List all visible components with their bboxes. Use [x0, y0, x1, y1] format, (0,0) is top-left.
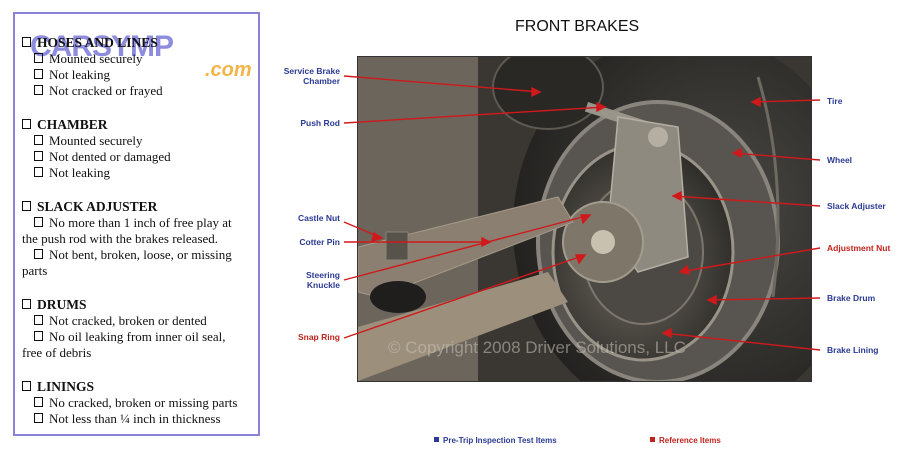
checklist-item-text: Not less than ¼ inch in thickness — [49, 411, 221, 426]
leader-service-brake-chamber — [343, 75, 541, 93]
checkbox-icon — [22, 381, 31, 391]
section-title: SLACK ADJUSTER — [37, 199, 158, 214]
checklist-item: Not leaking — [22, 165, 254, 181]
leader-adjustment-nut — [679, 247, 821, 273]
carsymp-watermark: CARSYMP — [30, 30, 174, 63]
checklist-item-text: No cracked, broken or missing parts — [49, 395, 238, 410]
checkbox-icon — [34, 167, 43, 177]
checkbox-icon — [34, 135, 43, 145]
leader-wheel — [732, 152, 821, 161]
section-hoses-and-lines: HOSES AND LINES Mounted securely Not lea… — [22, 34, 254, 99]
checklist-item: Mounted securely — [22, 133, 254, 149]
checklist-item-text: Not cracked or frayed — [49, 83, 163, 98]
checkbox-icon — [34, 249, 43, 259]
section-title: LININGS — [37, 379, 95, 394]
diagram-title: FRONT BRAKES — [515, 18, 640, 35]
leader-brake-lining — [662, 332, 821, 351]
checkbox-icon — [34, 85, 43, 95]
label-brake-drum: Brake Drum — [827, 293, 876, 303]
checkbox-icon — [34, 69, 43, 79]
label-wheel: Wheel — [827, 155, 853, 165]
front-brakes-photo: © Copyright 2008 Driver Solutions, LLC — [357, 56, 812, 382]
checklist-item-text: Mounted securely — [49, 51, 143, 66]
checkbox-icon — [22, 37, 31, 47]
checkbox-icon — [34, 217, 43, 227]
checklist-item-text: No more than 1 inch of free play at the … — [22, 215, 232, 246]
section-title: DRUMS — [37, 297, 87, 312]
section-title: HOSES AND LINES — [37, 35, 158, 50]
checkbox-icon — [22, 201, 31, 211]
service-brake-chamber — [492, 57, 604, 130]
checkbox-icon — [34, 315, 43, 325]
checkbox-icon — [34, 413, 43, 423]
leader-brake-drum — [707, 297, 821, 301]
checkbox-icon — [22, 299, 31, 309]
section-linings: LININGS No cracked, broken or missing pa… — [22, 378, 254, 427]
legend-inspection: Pre-Trip Inspection Test Items — [434, 436, 557, 445]
leader-steering-knuckle — [343, 214, 591, 281]
checklist-item-text: No oil leaking from inner oil seal, free… — [22, 329, 226, 360]
checklist-item-text: Mounted securely — [49, 133, 143, 148]
label-steering-knuckle: Steering Knuckle — [305, 270, 340, 290]
legend-reference: Reference Items — [650, 436, 721, 445]
label-push-rod: Push Rod — [300, 118, 340, 128]
checklist-item-text: Not dented or damaged — [49, 149, 171, 164]
checklist-item-text: Not leaking — [49, 165, 111, 180]
checklist-item-text: Not bent, broken, loose, or missing part… — [22, 247, 232, 278]
checkbox-icon — [34, 151, 43, 161]
brake-assembly-illustration: © Copyright 2008 Driver Solutions, LLC — [358, 57, 811, 381]
leader-slack-adjuster — [672, 195, 821, 207]
legend-reference-text: Reference Items — [659, 436, 721, 445]
checklist-item-text: Not leaking — [49, 67, 111, 82]
checklist-item: Not dented or damaged — [22, 149, 254, 165]
inspection-checklist — [13, 12, 260, 436]
checklist-item: Mounted securely — [22, 51, 254, 67]
label-adjustment-nut: Adjustment Nut — [827, 243, 891, 253]
leader-snap-ring — [343, 254, 586, 339]
legend-square-icon — [650, 437, 655, 442]
label-snap-ring: Snap Ring — [297, 332, 340, 342]
label-tire: Tire — [827, 96, 843, 106]
checklist-item: Not leaking — [22, 67, 254, 83]
checklist-item-text: Not cracked, broken or dented — [49, 313, 207, 328]
leader-push-rod — [343, 106, 606, 124]
section-slack-adjuster: SLACK ADJUSTER No more than 1 inch of fr… — [22, 198, 247, 279]
castle-nut — [385, 231, 409, 261]
label-brake-lining: Brake Lining — [827, 345, 879, 355]
checklist-item: Not cracked, broken or dented — [22, 313, 247, 329]
copyright-text: © Copyright 2008 Driver Solutions, LLC — [388, 338, 686, 357]
section-drums: DRUMS Not cracked, broken or dented No o… — [22, 296, 247, 361]
checklist-item: Not cracked or frayed — [22, 83, 254, 99]
checkbox-icon — [34, 331, 43, 341]
label-slack-adjuster: Slack Adjuster — [827, 201, 886, 211]
leader-tire — [751, 99, 821, 103]
checkbox-icon — [22, 119, 31, 129]
label-castle-nut: Castle Nut — [297, 213, 340, 223]
legend-square-icon — [434, 437, 439, 442]
checklist-item: Not less than ¼ inch in thickness — [22, 411, 254, 427]
section-title: CHAMBER — [37, 117, 108, 132]
checklist-item: No more than 1 inch of free play at the … — [22, 215, 247, 247]
label-cotter-pin: Cotter Pin — [299, 237, 340, 247]
checkbox-icon — [34, 397, 43, 407]
checkbox-icon — [34, 53, 43, 63]
checklist-item: Not bent, broken, loose, or missing part… — [22, 247, 247, 279]
label-service-brake-chamber: Service Brake Chamber — [283, 66, 340, 86]
checklist-item: No cracked, broken or missing parts — [22, 395, 254, 411]
legend-inspection-text: Pre-Trip Inspection Test Items — [443, 436, 557, 445]
carsymp-watermark-domain: .com — [205, 59, 252, 81]
section-chamber: CHAMBER Mounted securely Not dented or d… — [22, 116, 254, 181]
checklist-item: No oil leaking from inner oil seal, free… — [22, 329, 247, 361]
tie-rod-arm — [358, 196, 574, 298]
